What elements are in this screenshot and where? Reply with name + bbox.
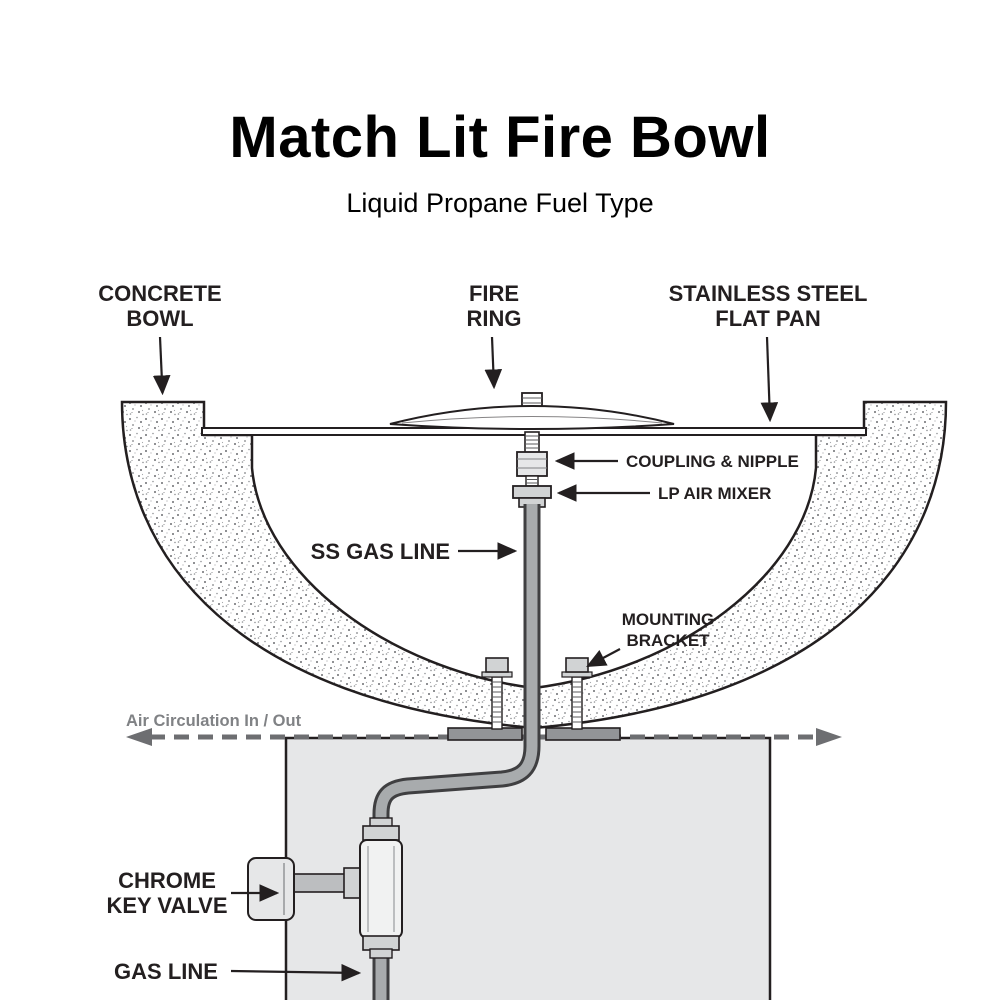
concrete-bowl-label-line1: CONCRETE — [98, 281, 221, 306]
nut-left — [485, 657, 509, 673]
flat-pan-label-line1: STAINLESS STEEL — [669, 281, 868, 306]
bracket-bolt-left — [491, 676, 503, 730]
burner-fittings — [512, 431, 552, 508]
callout-arrows — [152, 336, 779, 982]
valve-bottom-nut — [362, 935, 400, 951]
lower-nipple-threads — [526, 479, 538, 484]
gas-line-arrow — [230, 963, 362, 982]
valve-top-nut — [362, 825, 400, 841]
mounting-bracket-arrow — [586, 648, 621, 668]
lp-air-mixer-body — [512, 485, 552, 499]
nut-right — [565, 657, 589, 673]
coupling-nipple-label: COUPLING & NIPPLE — [626, 452, 799, 471]
nipple — [524, 431, 540, 455]
pipe-fill — [375, 504, 538, 829]
concrete-bowl-arrow — [152, 336, 171, 396]
page-subtitle: Liquid Propane Fuel Type — [346, 188, 654, 218]
nipple-threads — [525, 435, 539, 449]
coupling — [516, 451, 548, 477]
air-circulation: Air Circulation In / Out — [126, 712, 842, 746]
bracket-foot-left — [447, 727, 523, 741]
concrete-bowl-label-line2: BOWL — [126, 306, 193, 331]
chrome-key-valve-label-line2: KEY VALVE — [106, 893, 227, 918]
concrete-bowl — [120, 400, 948, 730]
air-circulation-label: Air Circulation In / Out — [126, 712, 302, 730]
lp-air-mixer-label: LP AIR MIXER — [658, 484, 771, 503]
page-title: Match Lit Fire Bowl — [229, 105, 771, 170]
bolt-right-threads — [572, 681, 582, 723]
bracket-foot-right — [545, 727, 621, 741]
bracket-bolt-right — [571, 676, 583, 730]
mounting-bracket-label-line2: BRACKET — [626, 631, 710, 650]
valve-flange — [247, 857, 295, 921]
valve-bottom-collar — [369, 948, 393, 959]
chrome-key-valve-label-line1: CHROME — [118, 868, 216, 893]
callout-labels: CONCRETE BOWL FIRE RING STAINLESS STEEL … — [98, 281, 867, 984]
air-arrow-left-icon — [126, 728, 152, 746]
fire-ring — [389, 392, 675, 431]
ss-gas-line-label: SS GAS LINE — [311, 539, 450, 564]
flat-pan-arrow — [760, 336, 779, 423]
ring-disc — [389, 404, 675, 431]
mounting-bracket — [447, 657, 621, 741]
ring-detail-line — [401, 416, 663, 424]
fire-ring-label-line2: RING — [467, 306, 522, 331]
bolt-left-threads — [492, 681, 502, 723]
fire-ring-arrow — [484, 336, 503, 390]
air-arrow-right-icon — [816, 728, 842, 746]
bowl-wall — [120, 400, 948, 730]
fire-ring-label-line1: FIRE — [469, 281, 519, 306]
gas-line-label: GAS LINE — [114, 959, 218, 984]
flat-pan-label-line2: FLAT PAN — [715, 306, 821, 331]
lower-nipple — [525, 475, 539, 487]
coupling-detail — [517, 458, 547, 469]
ss-gas-line-pipe — [372, 504, 541, 1000]
mounting-bracket-label-line1: MOUNTING — [622, 610, 715, 629]
valve-body — [359, 839, 403, 939]
